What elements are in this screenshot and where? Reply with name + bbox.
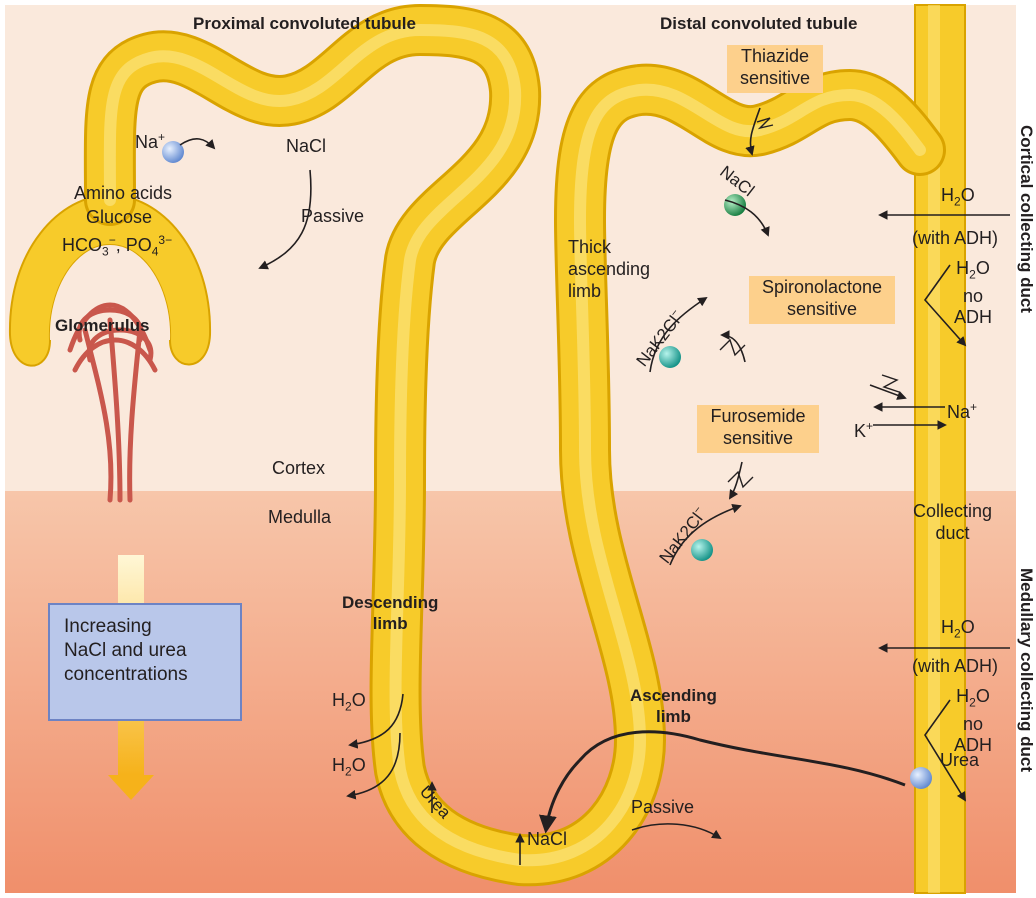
medulla-label: Medulla [268, 507, 331, 527]
nak2cl-transporter-lower [691, 539, 713, 561]
h2o-desc-1: H2O [332, 690, 366, 717]
increasing-concentration-box: Increasing NaCl and urea concentrations [48, 603, 242, 721]
glucose-label: Glucose [86, 207, 152, 227]
h2o-no-adh-cortical: H2O no ADH [954, 258, 992, 328]
k-label: K+ [854, 416, 873, 441]
nacl-label-proximal: NaCl [286, 136, 326, 156]
glomerulus-label: Glomerulus [55, 316, 149, 336]
h2o-cortical: H2O [941, 185, 975, 212]
with-adh-medullary: (with ADH) [912, 656, 998, 676]
cortex-label: Cortex [272, 458, 325, 478]
na-label-distal: Na+ [947, 397, 977, 422]
passive-label-bottom: Passive [631, 797, 694, 817]
h2o-desc-2: H2O [332, 755, 366, 782]
amino-acids-label: Amino acids [74, 183, 172, 203]
na-label-proximal: Na+ [135, 127, 165, 152]
distal-title: Distal convoluted tubule [660, 14, 857, 34]
urea-transporter [910, 767, 932, 789]
passive-label-proximal: Passive [301, 206, 364, 226]
hco3-po4-label: HCO3−, PO43− [62, 230, 172, 262]
h2o-medullary: H2O [941, 617, 975, 644]
cortical-collecting-duct-label: Cortical collecting duct [1016, 125, 1036, 313]
medullary-collecting-duct-label: Medullary collecting duct [1016, 568, 1036, 772]
with-adh-cortical: (with ADH) [912, 228, 998, 248]
nacl-label-bottom: NaCl [527, 829, 567, 849]
proximal-title: Proximal convoluted tubule [193, 14, 416, 34]
h2o-no-adh-medullary: H2O no ADH [954, 686, 992, 756]
